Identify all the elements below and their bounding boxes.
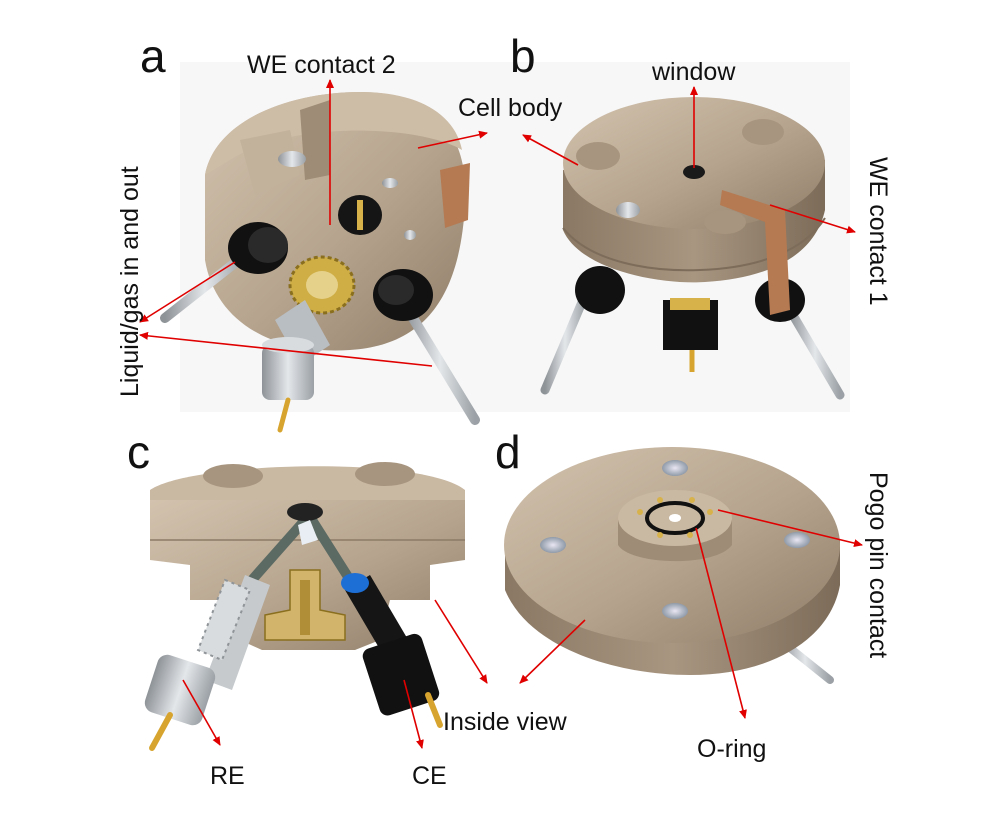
arrow-liquid-gas-upper bbox=[139, 261, 236, 323]
label-pogo-pin: Pogo pin contact bbox=[864, 472, 892, 658]
panel-letter-b: b bbox=[510, 30, 536, 82]
arrow-pogo-pin bbox=[717, 509, 863, 547]
arrow-inside-view-c bbox=[434, 599, 488, 684]
panel-letter-c: c bbox=[127, 426, 150, 478]
panel-d-raised-center bbox=[618, 490, 732, 562]
label-cell-body: Cell body bbox=[458, 94, 563, 122]
panel-c bbox=[140, 455, 475, 755]
panel-c-re-fitting bbox=[144, 575, 270, 751]
panel-d bbox=[500, 445, 845, 685]
label-o-ring: O-ring bbox=[697, 735, 766, 763]
label-we-contact-1: WE contact 1 bbox=[864, 157, 892, 306]
panel-a-left-fitting bbox=[160, 222, 288, 323]
panel-c-center-fitting bbox=[264, 569, 346, 750]
panel-a-screw bbox=[278, 151, 306, 167]
panel-a-copper-tab bbox=[440, 163, 470, 228]
label-window: window bbox=[651, 58, 736, 86]
label-liquid-gas: Liquid/gas in and out bbox=[116, 166, 144, 397]
panel-d-o-ring bbox=[645, 501, 705, 535]
panel-letter-d: d bbox=[495, 426, 521, 478]
panel-a-center-fitting bbox=[338, 195, 382, 235]
arrow-ce bbox=[403, 679, 424, 749]
arrow-we-contact-1 bbox=[769, 204, 856, 234]
panel-b-window-hole bbox=[683, 165, 705, 179]
arrows bbox=[139, 79, 863, 749]
panel-a-screw-small bbox=[382, 178, 398, 188]
panel-a-gold-gear bbox=[288, 255, 356, 315]
panel-a-right-fitting bbox=[373, 269, 480, 425]
arrow-cell-body-b bbox=[522, 134, 579, 166]
label-inside-view: Inside view bbox=[443, 708, 568, 736]
panel-a-cell-body bbox=[205, 92, 470, 351]
arrow-o-ring bbox=[695, 527, 747, 719]
panel-c-ce-fitting bbox=[341, 573, 443, 728]
arrow-cell-body-a bbox=[417, 130, 488, 149]
label-re: RE bbox=[210, 762, 245, 790]
arrow-re bbox=[182, 679, 221, 746]
arrow-liquid-gas-lower bbox=[139, 331, 433, 367]
arrow-inside-view-d bbox=[519, 619, 586, 684]
panel-b-copper-contact bbox=[720, 190, 790, 315]
label-we-contact-2: WE contact 2 bbox=[247, 51, 396, 79]
panel-b-fittings bbox=[540, 266, 845, 400]
panel-a-screw-small-2 bbox=[404, 230, 416, 240]
panel-letter-a: a bbox=[140, 30, 166, 82]
label-ce: CE bbox=[412, 762, 447, 790]
panel-c-channels bbox=[247, 503, 355, 585]
panel-a bbox=[160, 62, 500, 433]
